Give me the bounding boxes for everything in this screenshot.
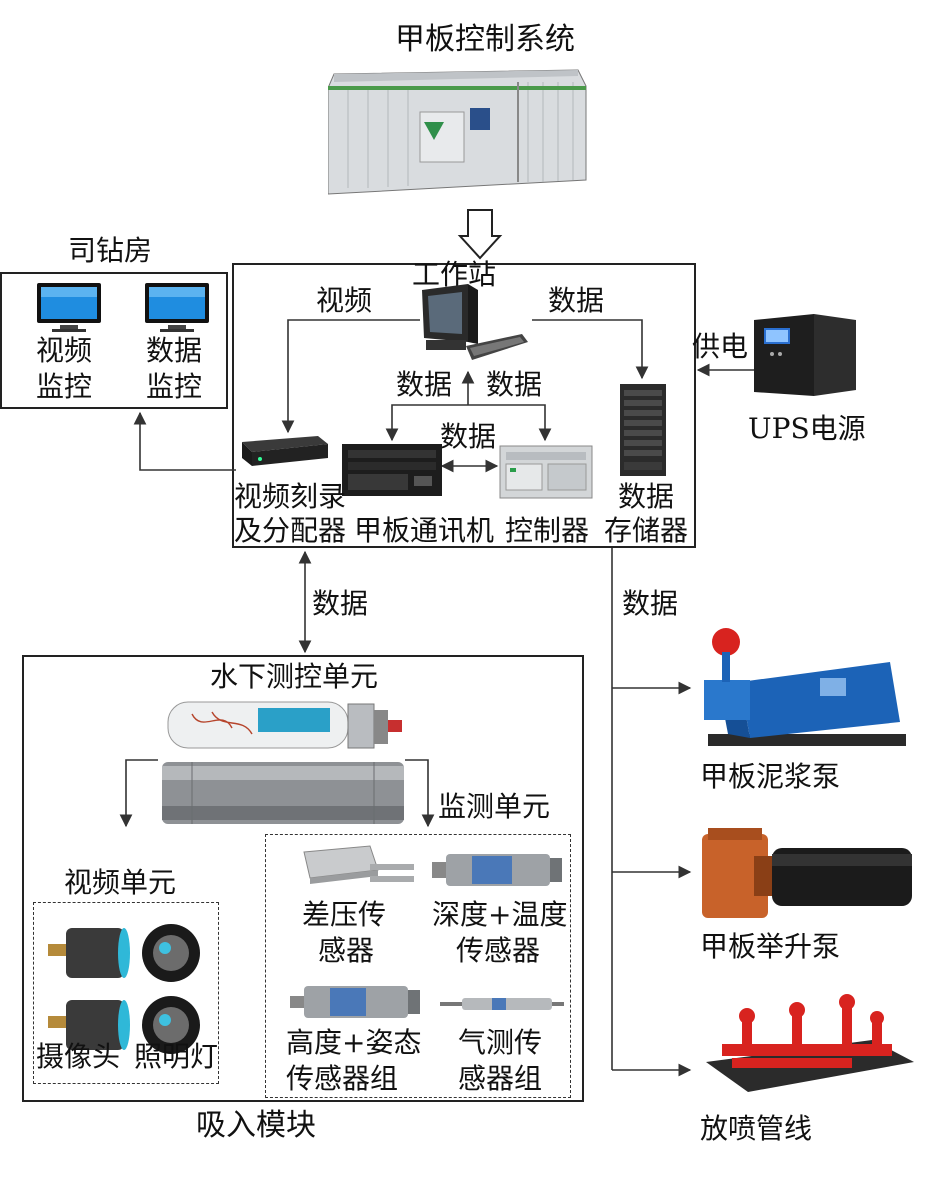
data-line-to-storage [532,319,649,380]
data-monitor-label-1: 数据 [146,334,203,367]
video-recorder-icon [242,436,328,466]
line-to-monitor-unit [405,759,435,828]
camera-label: 摄像头 [36,1040,121,1073]
lift-pump-illustration [702,828,912,918]
ups-label: UPS电源 [748,412,866,445]
video-unit-title: 视频单元 [64,866,177,899]
mud-pump-label: 甲板泥浆泵 [700,760,841,793]
video-monitor-label-1: 视频 [36,334,93,367]
depth-temp-label-2: 传感器 [456,934,541,967]
data-line-to-controller [468,404,552,442]
controller-icon [499,445,593,499]
light-icon [142,924,200,982]
storage-server-icon [620,384,666,476]
data-line-to-comm [385,404,468,442]
video-line-to-recorder [281,319,420,434]
monitor-icon [145,283,209,332]
data-edge-label: 数据 [486,368,543,401]
height-attitude-label-1: 高度+姿态 [286,1026,422,1059]
gas-sensor-label-2: 感器组 [458,1062,543,1095]
gas-sensor-label-1: 气测传 [458,1026,543,1059]
height-attitude-sensor-icon [290,986,420,1018]
container-illustration [328,69,587,195]
video-monitor-label-2: 监控 [36,370,93,403]
depth-temp-sensor-icon [432,854,562,886]
suction-module-box [22,655,584,1102]
video-recorder-label-2: 及分配器 [234,514,347,547]
height-attitude-label-2: 传感器组 [286,1062,399,1095]
underwater-unit-title: 水下测控单元 [210,660,379,693]
camera-icon [48,928,130,978]
video-line-to-driller [133,411,236,471]
light-label: 照明灯 [134,1040,219,1073]
controller-label: 控制器 [505,514,590,547]
workstation-title: 工作站 [412,258,497,291]
data-edge-label: 数据 [622,587,679,620]
storage-label-2: 存储器 [604,514,689,547]
data-edge-label: 数据 [312,587,369,620]
blowout-line-label: 放喷管线 [700,1112,813,1145]
video-recorder-label-1: 视频刻录 [234,480,347,513]
depth-temp-label-1: 深度+温度 [432,898,568,931]
hollow-down-arrow [457,209,503,260]
driller-house-box [0,272,228,409]
underwater-unit-illustration [162,701,404,824]
comm-machine-icon [342,444,442,496]
workstation-computer-icon [422,284,528,360]
line-to-video-unit [119,759,158,828]
deck-system-title: 甲板控制系统 [395,22,575,57]
gas-sensor-icon [440,998,564,1010]
data-edge-label: 数据 [440,420,497,453]
data-monitor-label-2: 监控 [146,370,203,403]
workstation-box [232,263,696,548]
mud-pump-illustration [704,628,906,746]
ups-icon [754,314,856,396]
video-edge-label: 视频 [316,284,373,317]
driller-house-title: 司钻房 [68,234,153,267]
diff-pressure-label-1: 差压传 [302,898,387,931]
power-edge-label: 供电 [692,330,749,363]
lift-pump-label: 甲板举升泵 [700,930,841,963]
light-icon [142,996,200,1054]
video-unit-box [33,902,219,1084]
camera-icon [48,1000,130,1050]
diff-pressure-sensor-icon [303,845,414,884]
storage-label-1: 数据 [618,480,675,513]
monitor-unit-box [265,834,571,1098]
data-edge-label: 数据 [548,284,605,317]
comm-machine-label: 甲板通讯机 [354,514,495,547]
diff-pressure-label-2: 感器 [318,934,375,967]
suction-module-title: 吸入模块 [196,1108,316,1143]
blowout-line-illustration [706,994,914,1092]
monitor-unit-title: 监测单元 [438,790,551,823]
monitor-icon [37,283,101,332]
data-edge-label: 数据 [396,368,453,401]
